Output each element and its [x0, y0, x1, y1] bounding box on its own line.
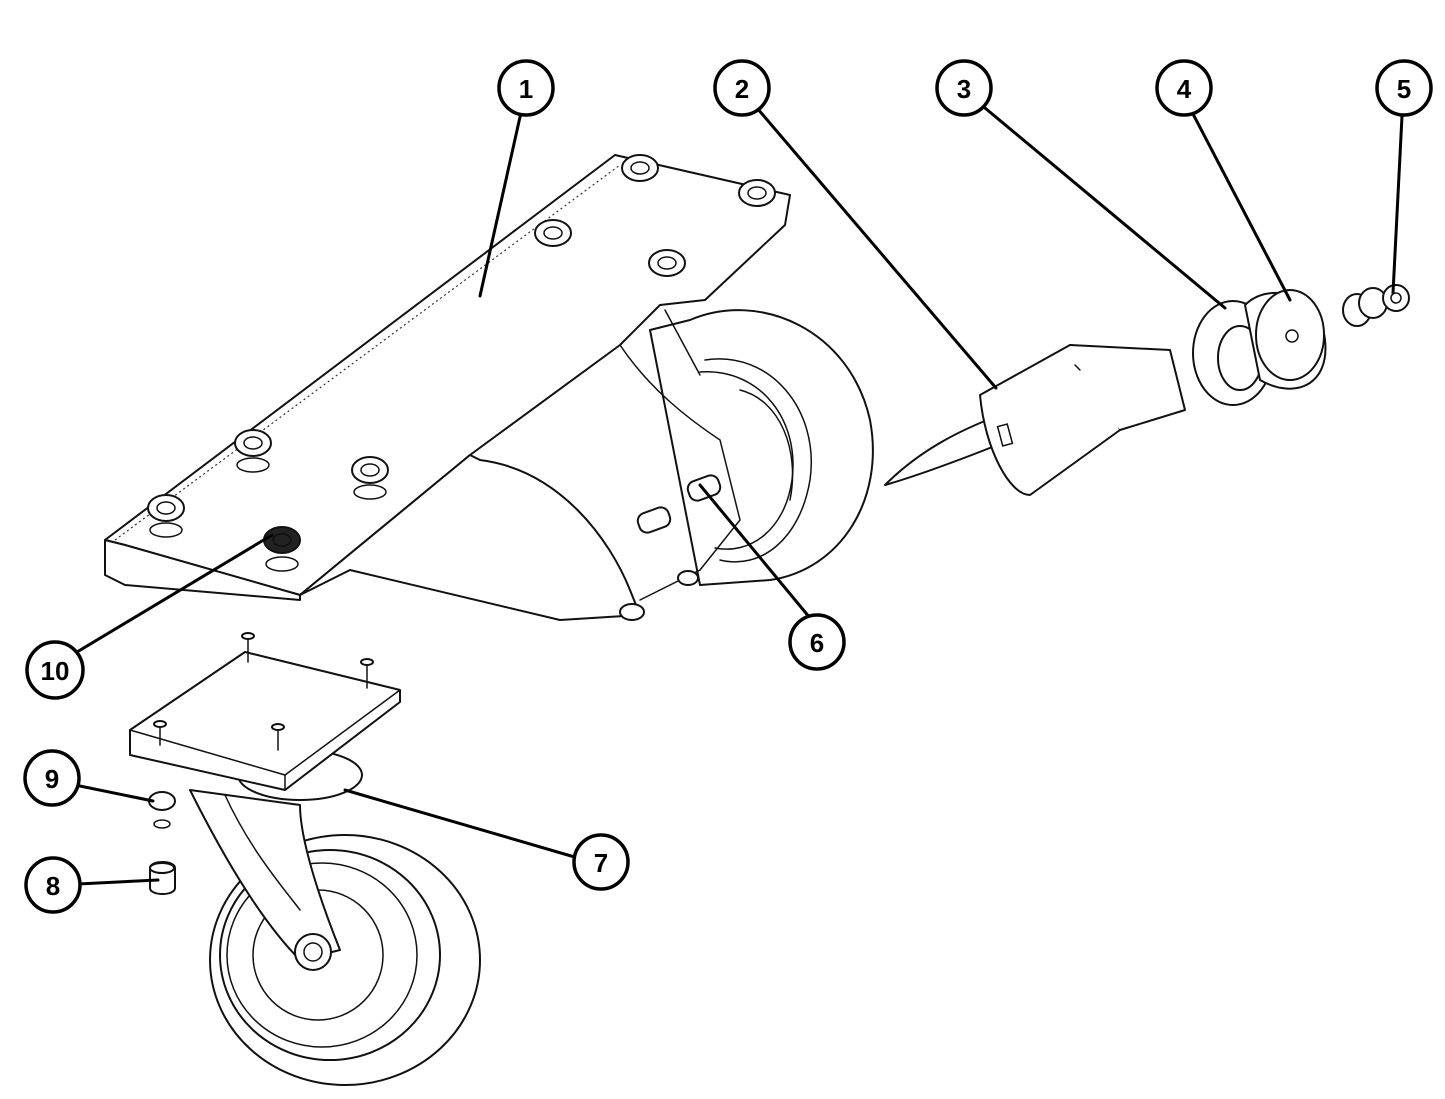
callout-7: 7: [572, 833, 630, 891]
callout-10-label: 10: [41, 656, 70, 686]
callout-6: 6: [788, 613, 846, 671]
callout-1-label: 1: [519, 74, 533, 104]
callout-bubbles: 1 2 3 4 5 6 7 8: [23, 59, 1433, 914]
callout-8-label: 8: [46, 871, 60, 901]
callout-5: 5: [1375, 59, 1433, 117]
bushing: [1244, 289, 1327, 390]
housing-assembly: [104, 154, 874, 621]
callout-2: 2: [713, 59, 771, 117]
callout-9: 9: [23, 749, 81, 807]
callout-1: 1: [497, 59, 555, 117]
cap-screw: [1342, 284, 1410, 327]
callout-2-label: 2: [735, 74, 749, 104]
pin-arm: [884, 344, 1186, 496]
callout-5-label: 5: [1397, 74, 1411, 104]
swivel-caster: [129, 632, 481, 1086]
callout-10: 10: [25, 640, 85, 700]
callout-3-label: 3: [957, 74, 971, 104]
housing-body: [299, 454, 641, 621]
callout-4-label: 4: [1177, 74, 1192, 104]
loose-washer: [149, 861, 176, 895]
callout-4: 4: [1155, 59, 1213, 117]
slotted-fasteners: [619, 474, 722, 621]
callout-6-label: 6: [810, 628, 824, 658]
callout-3: 3: [935, 59, 993, 117]
callout-7-label: 7: [594, 848, 608, 878]
callout-9-label: 9: [45, 764, 59, 794]
loose-nut: [148, 791, 176, 829]
top-plate-nuts: [147, 154, 776, 572]
callout-8: 8: [24, 856, 82, 914]
leader-lines: [70, 106, 1404, 886]
rear-wheel: [649, 309, 874, 586]
